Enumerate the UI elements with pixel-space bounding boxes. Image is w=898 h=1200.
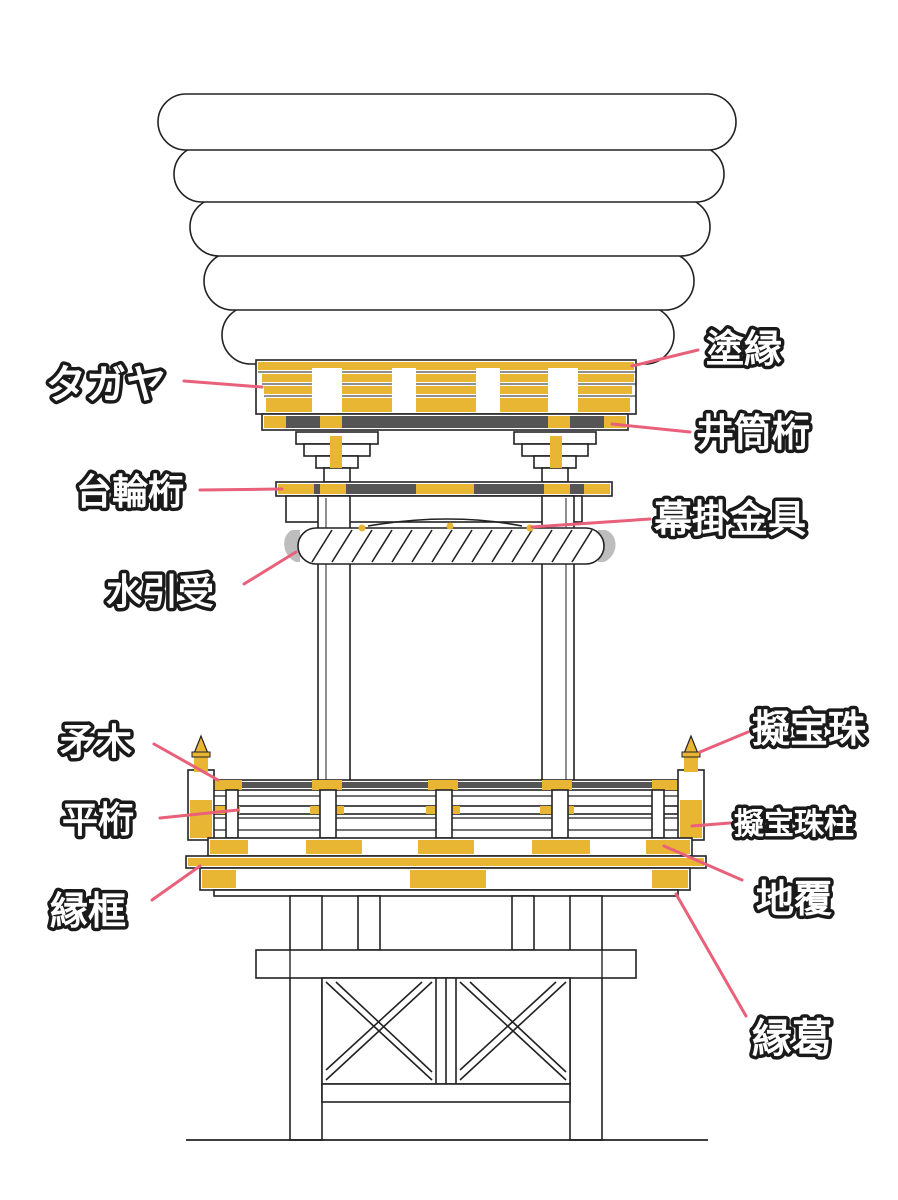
label-makukakekanagu: 幕掛金具 — [653, 497, 806, 541]
izutsugeta-beam — [261, 413, 629, 431]
izutsugeta-block-1 — [320, 416, 342, 428]
leader-hokogi — [152, 742, 220, 782]
label-mizuhikiuke: 水引受 — [106, 572, 214, 613]
label-gibooshubashira: 擬宝珠柱 — [734, 807, 854, 842]
daiwageta-gold-5 — [584, 484, 610, 494]
jifuku-sill — [207, 837, 693, 857]
leader-lines — [150, 348, 750, 1018]
leader-enkazura — [674, 892, 748, 1018]
tagaya-gap-3 — [476, 368, 500, 412]
hokogi-gold-4 — [542, 780, 572, 790]
rope-body — [297, 527, 605, 565]
railing — [187, 734, 705, 841]
x-brace-left — [325, 981, 433, 1081]
hokogi-gold-2 — [312, 780, 342, 790]
bracket-right-tier-4 — [541, 467, 569, 483]
izutsugeta-dark — [264, 416, 626, 428]
leader-daiwageta — [198, 487, 284, 492]
bracket-set-left — [295, 431, 379, 483]
label-daiwageta: 台輪桁 — [76, 471, 184, 513]
daiwageta-gold-2 — [320, 484, 346, 494]
makukake-hook-bar — [367, 518, 523, 527]
hokogi-gold-1 — [214, 780, 242, 790]
label-hokogi: 矛木 — [60, 722, 132, 763]
label-gibooshu: 擬宝珠 — [752, 707, 867, 751]
leader-izutsugeta — [610, 422, 692, 434]
mound-roll-4 — [203, 251, 695, 311]
mound-roll-3 — [189, 197, 711, 257]
gibooshu-post-right — [677, 734, 705, 841]
gibooshu-post-left — [187, 734, 215, 841]
leader-makukakekanagu — [530, 517, 652, 529]
stand-leg-1 — [289, 895, 323, 1141]
bracket-right-gold — [550, 436, 562, 468]
tagaya-gap-2 — [392, 368, 416, 412]
stand-leg-2 — [357, 895, 381, 951]
mound-roll-2 — [173, 145, 725, 203]
leader-jifuku — [662, 844, 744, 882]
leader-gibooshu — [698, 730, 750, 754]
leader-hirageta — [158, 808, 240, 820]
tagaya-stripe-1 — [258, 362, 634, 370]
leader-gibooshubashira — [690, 821, 732, 828]
tagaya-band — [255, 359, 637, 415]
hokogi-gold-5 — [652, 780, 678, 790]
upper-mound — [157, 93, 737, 365]
labels: 塗縁 タガヤ 井筒桁 台輪桁 幕掛金具 水引受 矛木 擬宝珠 平桁 擬宝珠柱 縁… — [43, 324, 871, 1066]
label-jifuku: 地覆 — [756, 877, 832, 921]
label-tagaya: タガヤ — [46, 362, 166, 408]
mound-roll-5 — [221, 305, 675, 365]
stand-bottom-rail — [321, 1083, 571, 1103]
bracket-left-tier-4 — [323, 467, 351, 483]
tagaya-stripe-3 — [264, 386, 632, 394]
makukake-fitting-2 — [446, 522, 454, 530]
mizuhikiuke-rope — [284, 518, 616, 565]
bracket-set-right — [513, 431, 597, 483]
label-izutsugeta: 井筒桁 — [696, 411, 810, 455]
lower-stand — [186, 889, 708, 1141]
stand-crossbeam — [255, 949, 637, 979]
daiwageta-gold-4 — [544, 484, 570, 494]
leader-mizuhikiuke — [242, 550, 298, 586]
leader-nurien — [630, 348, 700, 368]
enkazura-strip — [213, 889, 679, 897]
label-hirageta: 平桁 — [62, 800, 134, 841]
stand-leg-4 — [569, 895, 603, 1141]
label-nurien: 塗縁 — [706, 327, 782, 371]
izutsugeta-block-2 — [548, 416, 570, 428]
x-brace-right — [459, 981, 567, 1081]
leader-tagaya — [182, 379, 264, 389]
hokogi-gold-3 — [428, 780, 458, 790]
tagaya-stripe-4 — [266, 398, 630, 412]
mound-roll-1 — [157, 93, 737, 151]
tagaya-gap-1 — [312, 368, 342, 412]
rope-tassel-left — [284, 530, 300, 562]
tagaya-gap-4 — [548, 368, 578, 412]
balusters — [225, 789, 665, 839]
daiwageta-gold-3 — [416, 484, 474, 494]
label-enkamachi: 縁框 — [50, 889, 126, 933]
stand-leg-3 — [511, 895, 535, 951]
daiwageta-gold-1 — [278, 484, 314, 494]
bracket-left-gold — [330, 436, 342, 468]
tagaya-stripe-2 — [262, 374, 634, 382]
label-enkazura: 縁葛 — [752, 1016, 832, 1062]
leader-enkamachi — [150, 864, 202, 902]
enkamachi-frame — [185, 855, 707, 891]
makukake-fitting-1 — [358, 524, 366, 532]
izutsugeta-end-left — [264, 416, 286, 428]
